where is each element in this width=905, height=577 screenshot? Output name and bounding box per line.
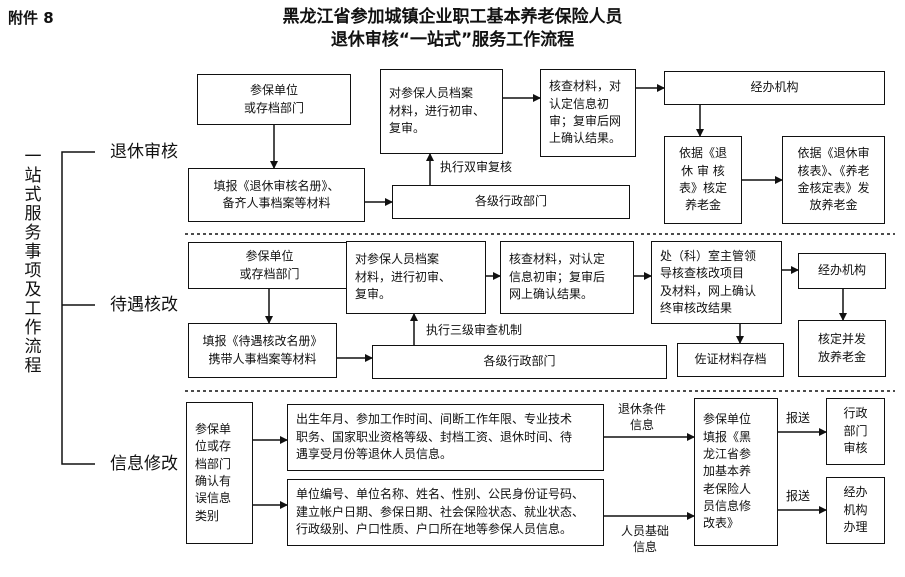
- report-note-2: 报送: [786, 489, 811, 503]
- benefit-archive-box: 对参保人员档案 材料，进行初审、 复审。: [346, 241, 486, 314]
- retire-condition-note: 退休条件 信息: [618, 402, 667, 433]
- basic-info-note: 人员基础 信息: [621, 524, 670, 555]
- info-basic-info-box: 单位编号、单位名称、姓名、性别、公民身份证号码、 建立帐户日期、参保日期、社会保…: [287, 479, 604, 546]
- benefit-leader-box: 处（科）室主管领 导核查核改项目 及材料，网上确认 终审核改结果: [651, 241, 782, 324]
- retire-release-box: 依据《退休审 核表》、《养老 金核定表》发 放养老金: [782, 136, 885, 224]
- benefit-fill-box: 填报《待遇核改名册》 携带人事档案等材料: [188, 323, 337, 378]
- benefit-review-note: 执行三级审查机制: [426, 323, 523, 337]
- attachment-label: 附件 8: [8, 9, 54, 27]
- benefit-store-box: 佐证材料存档: [677, 343, 784, 377]
- page-title-line2: 退休审核“一站式”服务工作流程: [330, 30, 575, 50]
- retire-verify-box: 核查材料，对 认定信息初 审；复审后网 上确认结果。: [540, 69, 636, 157]
- retire-agency-box: 经办机构: [664, 71, 885, 105]
- section-label-benefit-change: 待遇核改: [110, 295, 178, 315]
- retire-review-note: 执行双审复核: [440, 160, 513, 174]
- benefit-approve-box: 核定并发 放养老金: [798, 320, 886, 377]
- info-retire-info-box: 出生年月、参加工作时间、间断工作年限、专业技术 职务、国家职业资格等级、封档工资…: [287, 404, 604, 471]
- vertical-process-label: 一站式服务事项及工作流程: [24, 147, 42, 377]
- retire-archive-box: 对参保人员档案 材料，进行初审、 复审。: [380, 69, 503, 154]
- section-label-retire-audit: 退休审核: [110, 142, 178, 162]
- benefit-agency-box: 经办机构: [798, 253, 886, 289]
- benefit-admin-box: 各级行政部门: [372, 345, 667, 379]
- report-note-1: 报送: [786, 411, 811, 425]
- section-label-info-modify: 信息修改: [110, 454, 178, 474]
- info-fill-form-box: 参保单位 填报《黑 龙江省参 加基本养 老保险人 员信息修 改表》: [694, 398, 778, 546]
- page-title-line1: 黑龙江省参加城镇企业职工基本养老保险人员: [282, 7, 623, 27]
- benefit-unit-box: 参保单位 或存档部门: [188, 242, 351, 289]
- retire-unit-box: 参保单位 或存档部门: [197, 74, 351, 125]
- retire-basis-box: 依据《退 休 审 核 表》核定 养老金: [664, 136, 742, 224]
- info-admin-dept-box: 行政 部门 审核: [826, 398, 885, 465]
- retire-fill-box: 填报《退休审核名册》、 备齐人事档案等材料: [188, 168, 365, 222]
- retire-admin-box: 各级行政部门: [392, 185, 630, 219]
- benefit-verify-box: 核查材料，对认定 信息初审；复审后 网上确认结果。: [500, 241, 634, 314]
- info-unit-box: 参保单 位或存 档部门 确认有 误信息 类别: [186, 402, 253, 544]
- info-agency-handle-box: 经办 机构 办理: [826, 477, 885, 544]
